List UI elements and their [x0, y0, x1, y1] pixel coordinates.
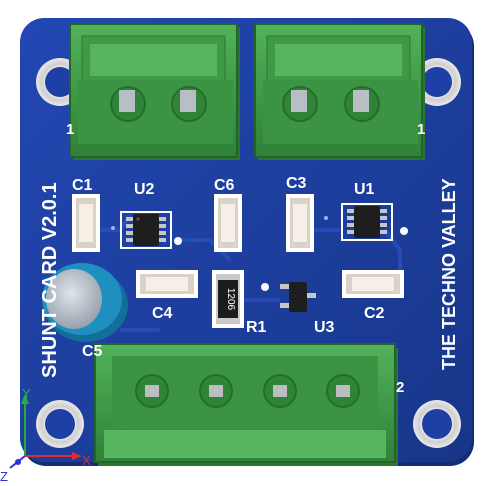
mounting-hole-bottom-left	[36, 400, 84, 448]
label-c3: C3	[286, 175, 307, 192]
label-u1: U1	[354, 181, 375, 198]
axis-x-label: X	[82, 453, 91, 468]
axis-y-label: Y	[22, 386, 31, 401]
label-u2: U2	[134, 181, 155, 198]
label-j-bottom: 2	[396, 379, 404, 396]
capacitor-c1[interactable]	[72, 194, 100, 252]
label-c2: C2	[364, 305, 385, 322]
connector-right-pin-label: 1	[417, 121, 425, 138]
ic-u2[interactable]	[120, 211, 172, 249]
axis-z-label: Z	[0, 469, 8, 484]
terminal-connector-bottom[interactable]	[94, 343, 398, 466]
label-c5: C5	[82, 343, 103, 360]
connector-left-pin-label: 1	[66, 121, 74, 138]
ic-u1[interactable]	[341, 203, 393, 241]
brand-text: THE TECHNO VALLEY	[439, 178, 459, 370]
resistor-code-label: 1206	[225, 288, 236, 311]
label-c1: C1	[72, 177, 93, 194]
capacitor-c3[interactable]	[286, 194, 314, 252]
capacitor-c4[interactable]	[136, 270, 198, 298]
capacitor-c2[interactable]	[342, 270, 404, 298]
label-c6: C6	[214, 177, 235, 194]
terminal-connector-top-left[interactable]	[69, 23, 240, 160]
capacitor-c6[interactable]	[214, 194, 242, 252]
terminal-connector-top-right[interactable]	[254, 23, 425, 160]
board-title-text: SHUNT CARD V2.0.1	[39, 182, 61, 378]
vias	[111, 216, 408, 291]
label-r1: R1	[246, 319, 267, 336]
mounting-hole-bottom-right	[413, 400, 461, 448]
resistor-r1[interactable]: 1206	[212, 270, 244, 328]
axis-gizmo: Y X Z	[0, 386, 91, 484]
electrolytic-capacitor-c5[interactable]	[42, 263, 128, 342]
label-u3: U3	[314, 319, 335, 336]
transistor-u3[interactable]	[280, 282, 316, 312]
label-c4: C4	[152, 305, 173, 322]
